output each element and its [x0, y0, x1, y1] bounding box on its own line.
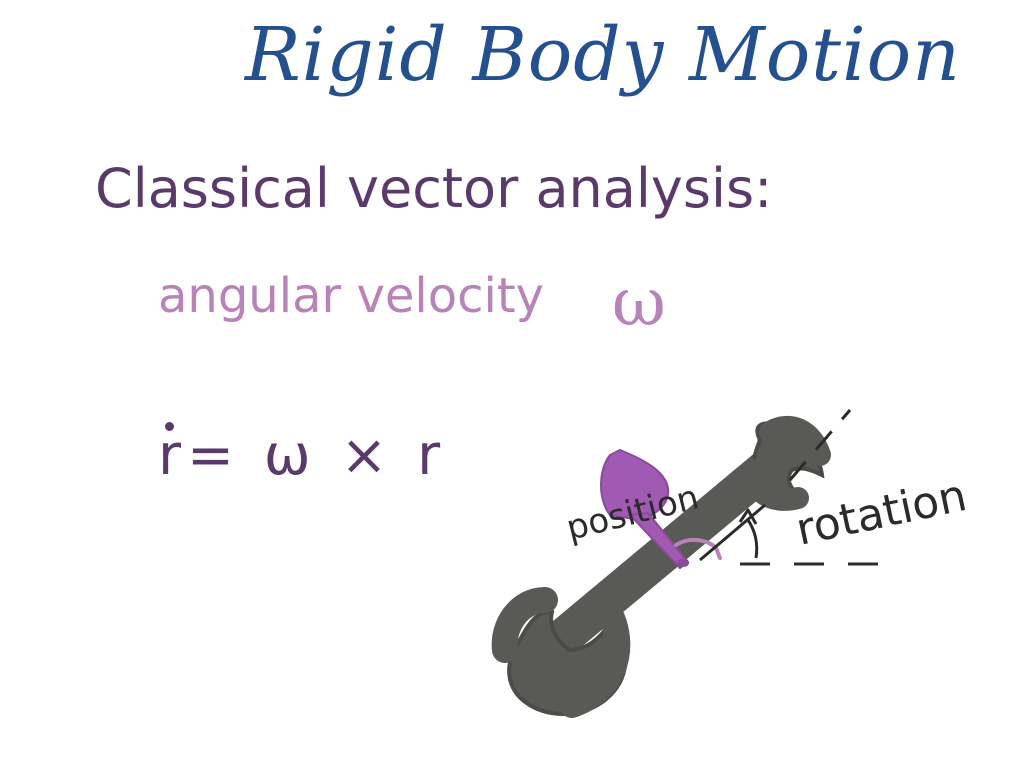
- rotation-diagram: [699, 409, 886, 566]
- angular-velocity-term: angular velocity: [158, 268, 545, 324]
- r-dot-symbol: r: [158, 422, 188, 488]
- cross-product-equation: r= ω × r: [158, 422, 446, 488]
- section-heading: Classical vector analysis:: [95, 157, 773, 220]
- equation-rhs: = ω × r: [187, 423, 447, 488]
- page-title: Rigid Body Motion: [245, 12, 961, 98]
- wrench-icon: [491, 416, 831, 718]
- rotation-label: rotation: [792, 470, 971, 556]
- spinning-top-icon: [600, 448, 722, 570]
- omega-symbol: ω: [612, 264, 666, 341]
